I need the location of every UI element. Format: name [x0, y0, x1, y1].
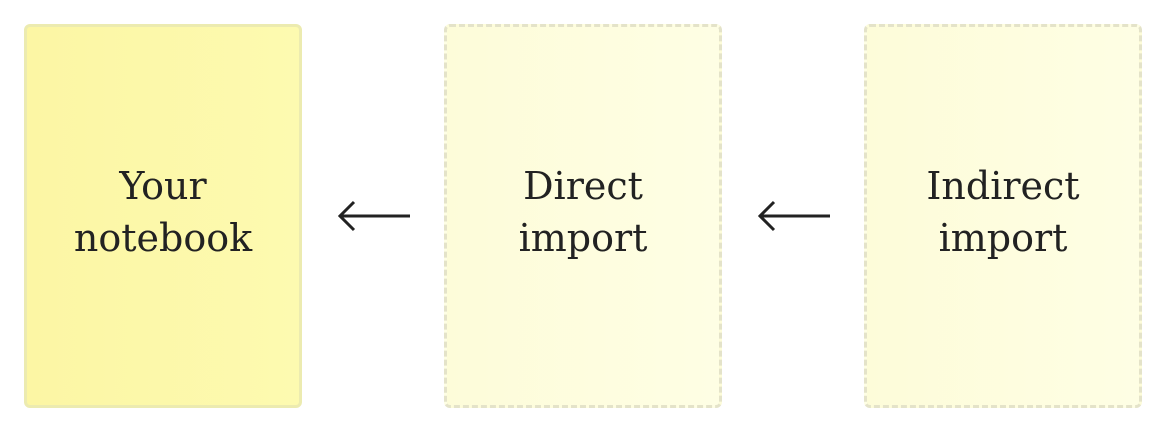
indirect-import-label-line1: Indirect: [926, 164, 1080, 208]
direct-import-box: Direct import: [444, 24, 722, 408]
indirect-import-label-line2: import: [938, 216, 1068, 260]
left-arrow-icon: [337, 200, 410, 232]
direct-import-label-line1: Direct: [523, 164, 643, 208]
your-notebook-box: Your notebook: [24, 24, 302, 408]
your-notebook-label-line1: Your: [119, 164, 207, 208]
indirect-import-box: Indirect import: [864, 24, 1142, 408]
direct-import-label-line2: import: [518, 216, 648, 260]
left-arrow-icon: [757, 200, 830, 232]
your-notebook-label-line2: notebook: [73, 216, 253, 260]
